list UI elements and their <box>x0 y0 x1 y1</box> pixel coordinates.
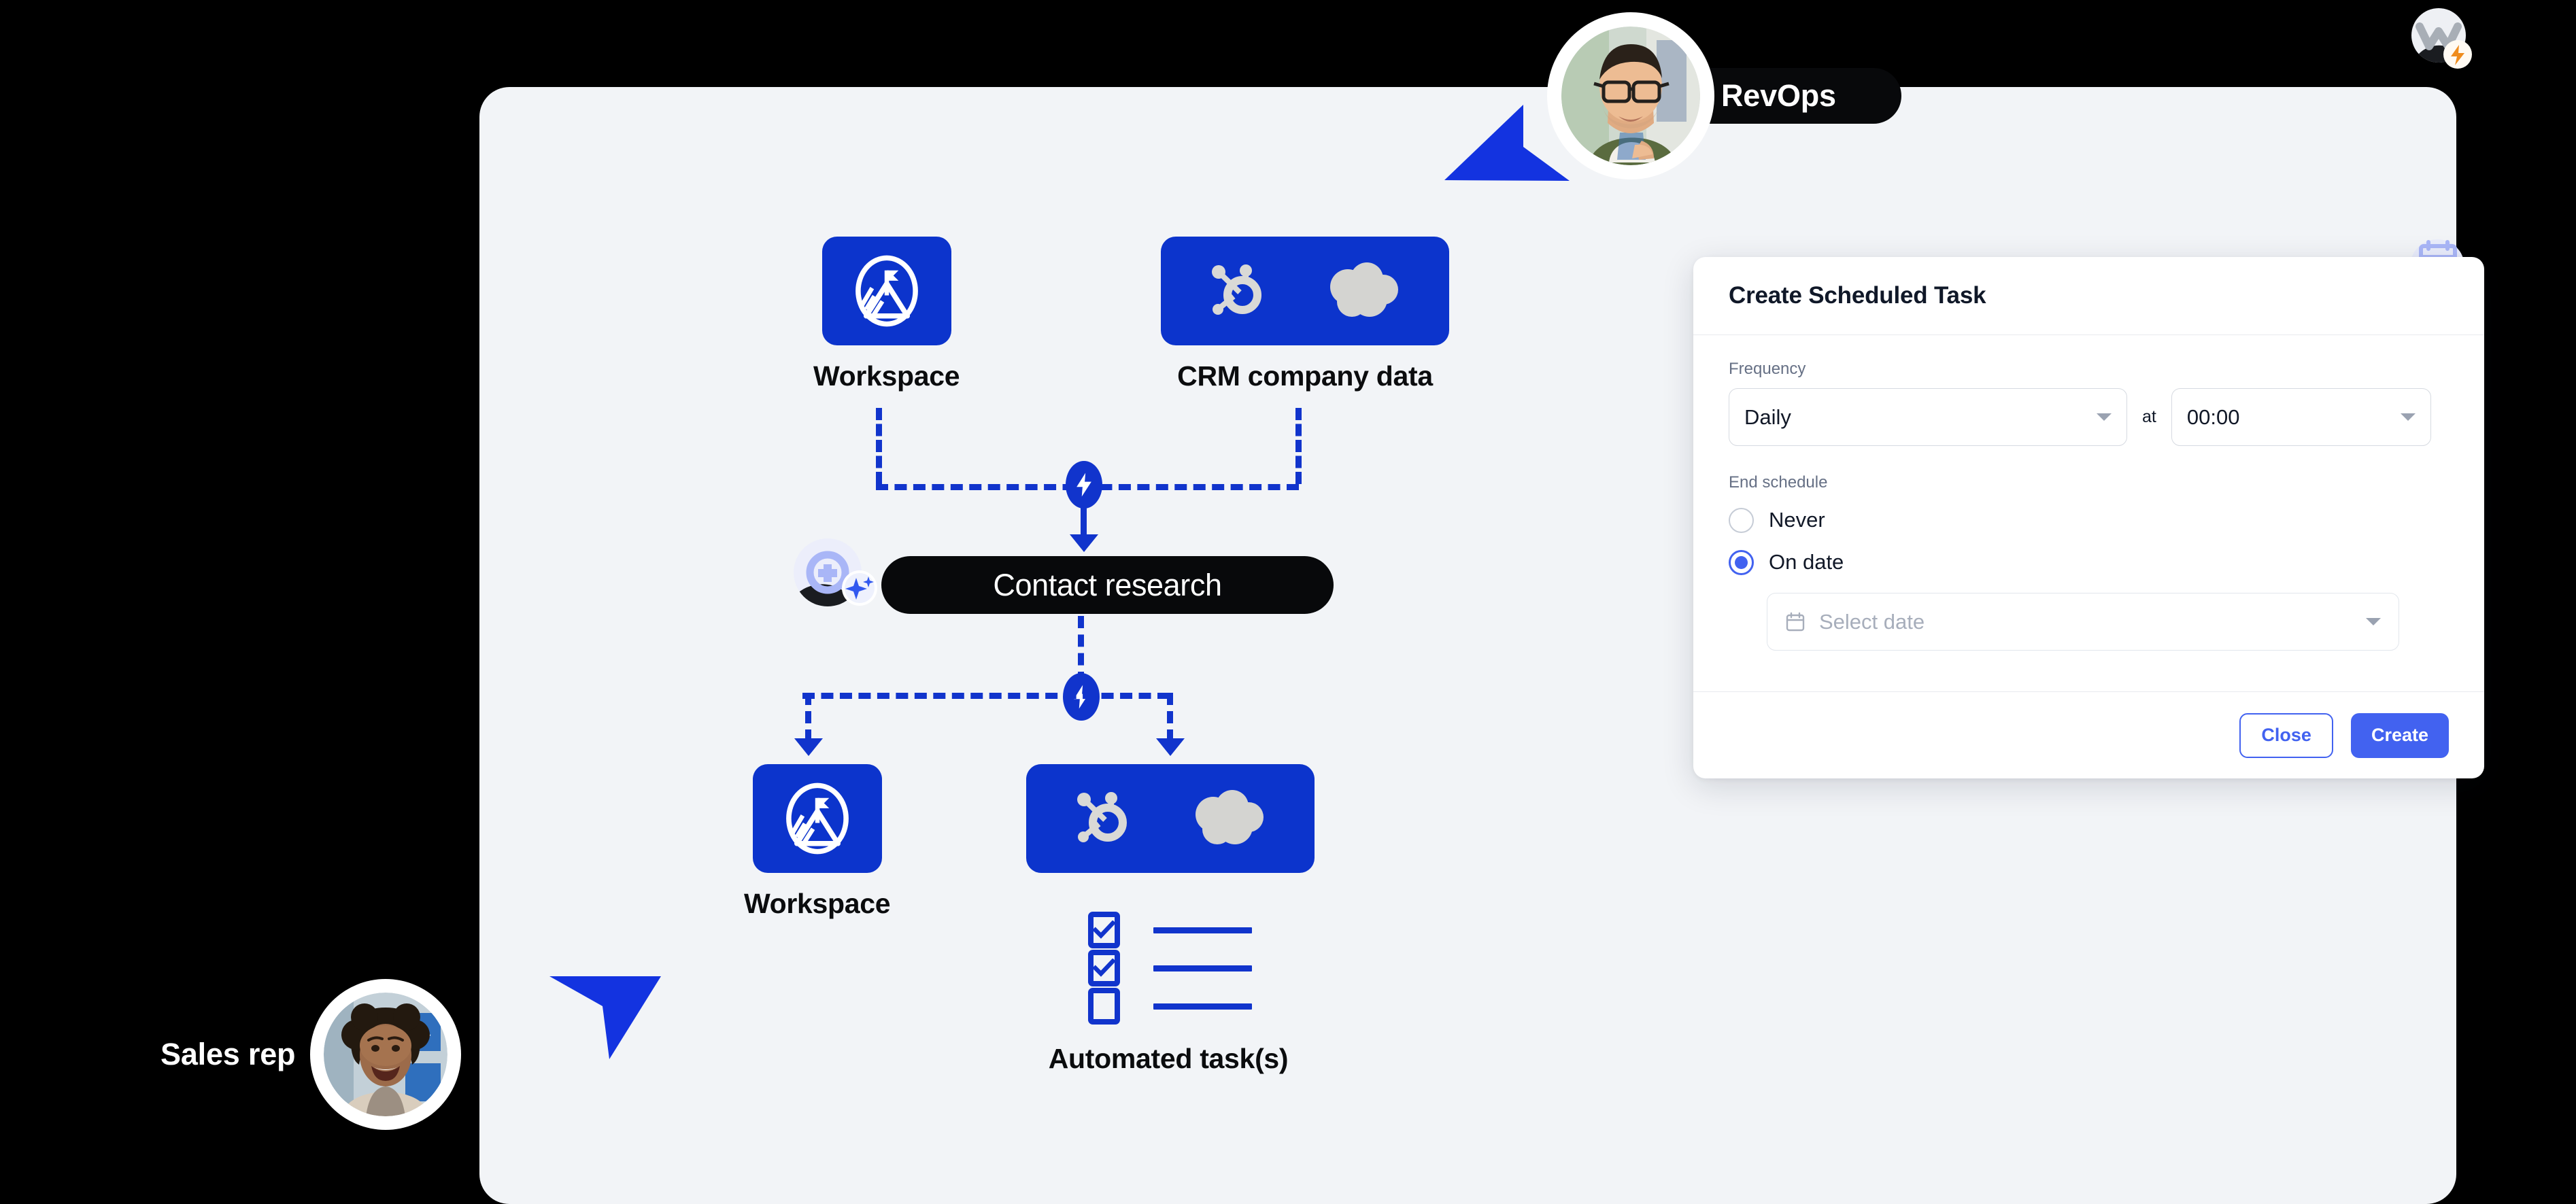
avatar-revops <box>1561 27 1700 165</box>
task-item[interactable] <box>1088 911 1408 949</box>
persona-revops-label: RevOps <box>1721 78 1836 113</box>
dialog-body: Frequency Daily at 00:00 End schedule Ne… <box>1693 335 2484 657</box>
radio-never-label: Never <box>1769 508 1825 532</box>
hubspot-sprocket-icon <box>1212 264 1261 315</box>
salesforce-cloud-icon <box>1196 790 1264 844</box>
chevron-down-icon <box>2097 413 2112 421</box>
radio-on-date[interactable]: On date <box>1729 541 2449 583</box>
task-line <box>1153 927 1252 933</box>
workspace-tile-top <box>821 237 951 345</box>
lightning-bolt-icon <box>2451 45 2464 65</box>
connector-workspace-top-vertical <box>876 408 882 484</box>
w-logo-badge[interactable] <box>2409 5 2477 73</box>
at-label: at <box>2142 407 2156 426</box>
dialog-footer: Close Create <box>1693 691 2484 778</box>
arrow-into-workspace-bottom <box>794 738 823 756</box>
connector-action-to-bolt2 <box>1078 616 1084 684</box>
node-label-workspace-bottom: Workspace <box>744 888 891 919</box>
task-line <box>1153 965 1252 971</box>
radio-on-date-label: On date <box>1769 550 1844 574</box>
arrow-into-action <box>1070 534 1098 552</box>
salesforce-cloud-icon <box>1330 262 1398 317</box>
contact-research-label: Contact research <box>993 567 1222 602</box>
frequency-label: Frequency <box>1729 360 1806 378</box>
task-item[interactable] <box>1088 987 1408 1025</box>
node-label-crm-top: CRM company data <box>1177 360 1433 392</box>
node-label-workspace-top: Workspace <box>813 360 960 392</box>
w-logo-icon <box>2416 22 2462 50</box>
end-schedule-label: End schedule <box>1729 473 1828 492</box>
avatar-sales-rep-ring <box>310 979 462 1130</box>
frequency-select[interactable]: Daily <box>1729 388 2127 446</box>
radio-on-date-input[interactable] <box>1729 549 1754 575</box>
radio-never[interactable]: Never <box>1729 499 2449 541</box>
automated-tasks-group: Automated task(s) <box>1049 911 1408 1075</box>
crm-tile-top <box>1161 237 1449 345</box>
cursor-pointer-icon <box>1444 105 1570 181</box>
node-workspace-top[interactable]: Workspace <box>813 237 960 392</box>
radio-never-input[interactable] <box>1729 507 1754 533</box>
checkbox-checked-icon[interactable] <box>1088 912 1120 948</box>
contact-research-node[interactable]: Contact research <box>881 556 1334 614</box>
dialog-title: Create Scheduled Task <box>1729 282 1986 309</box>
ai-sparkle-avatar-icon <box>775 538 881 606</box>
node-crm-bottom[interactable] <box>1026 764 1315 873</box>
hubspot-sprocket-icon <box>1077 792 1127 842</box>
create-scheduled-task-dialog: Create Scheduled Task Frequency Daily at… <box>1693 257 2484 778</box>
avatar-sales-rep <box>324 993 448 1116</box>
chevron-down-icon <box>2366 618 2381 625</box>
bolt-node-top <box>1066 461 1102 509</box>
node-workspace-bottom[interactable]: Workspace <box>744 764 891 920</box>
persona-sales-rep[interactable]: Sales rep <box>160 979 462 1130</box>
crm-tile-bottom <box>1026 764 1315 873</box>
task-item[interactable] <box>1088 949 1408 987</box>
connector-bolt-to-action <box>1081 506 1087 538</box>
create-button[interactable]: Create <box>2350 712 2449 758</box>
time-select[interactable]: 00:00 <box>2171 388 2431 446</box>
persona-revops[interactable]: RevOps <box>1547 12 1901 179</box>
chevron-down-icon <box>2400 413 2416 421</box>
workspace-tile-bottom <box>752 764 882 873</box>
connector-to-crm-bottom <box>1167 693 1173 742</box>
node-crm-top[interactable]: CRM company data <box>1161 237 1449 392</box>
connector-bottom-horizontal <box>802 693 1170 699</box>
time-value: 00:00 <box>2186 405 2240 429</box>
frequency-value: Daily <box>1744 405 1791 429</box>
lightning-bolt-icon <box>1077 472 1091 497</box>
connector-crm-top-vertical <box>1295 408 1302 484</box>
workspace-mountain-icon <box>785 782 849 855</box>
persona-sales-rep-label: Sales rep <box>160 1037 296 1071</box>
cursor-pointer-icon <box>549 976 661 1059</box>
dialog-header: Create Scheduled Task <box>1693 257 2484 335</box>
automated-tasks-label: Automated task(s) <box>1048 1043 1289 1074</box>
workspace-mountain-icon <box>855 255 918 327</box>
close-button[interactable]: Close <box>2239 712 2333 758</box>
avatar-revops-ring <box>1547 12 1714 179</box>
frequency-row: Daily at 00:00 <box>1729 388 2449 446</box>
task-line <box>1153 1003 1252 1010</box>
checkbox-unchecked-icon[interactable] <box>1088 988 1120 1025</box>
checkbox-checked-icon[interactable] <box>1088 950 1120 986</box>
connector-to-workspace-bottom <box>805 693 811 742</box>
arrow-into-crm-bottom <box>1156 738 1185 756</box>
calendar-icon <box>1786 612 1805 631</box>
select-date-placeholder: Select date <box>1819 609 1925 634</box>
select-date-field[interactable]: Select date <box>1767 593 2399 651</box>
